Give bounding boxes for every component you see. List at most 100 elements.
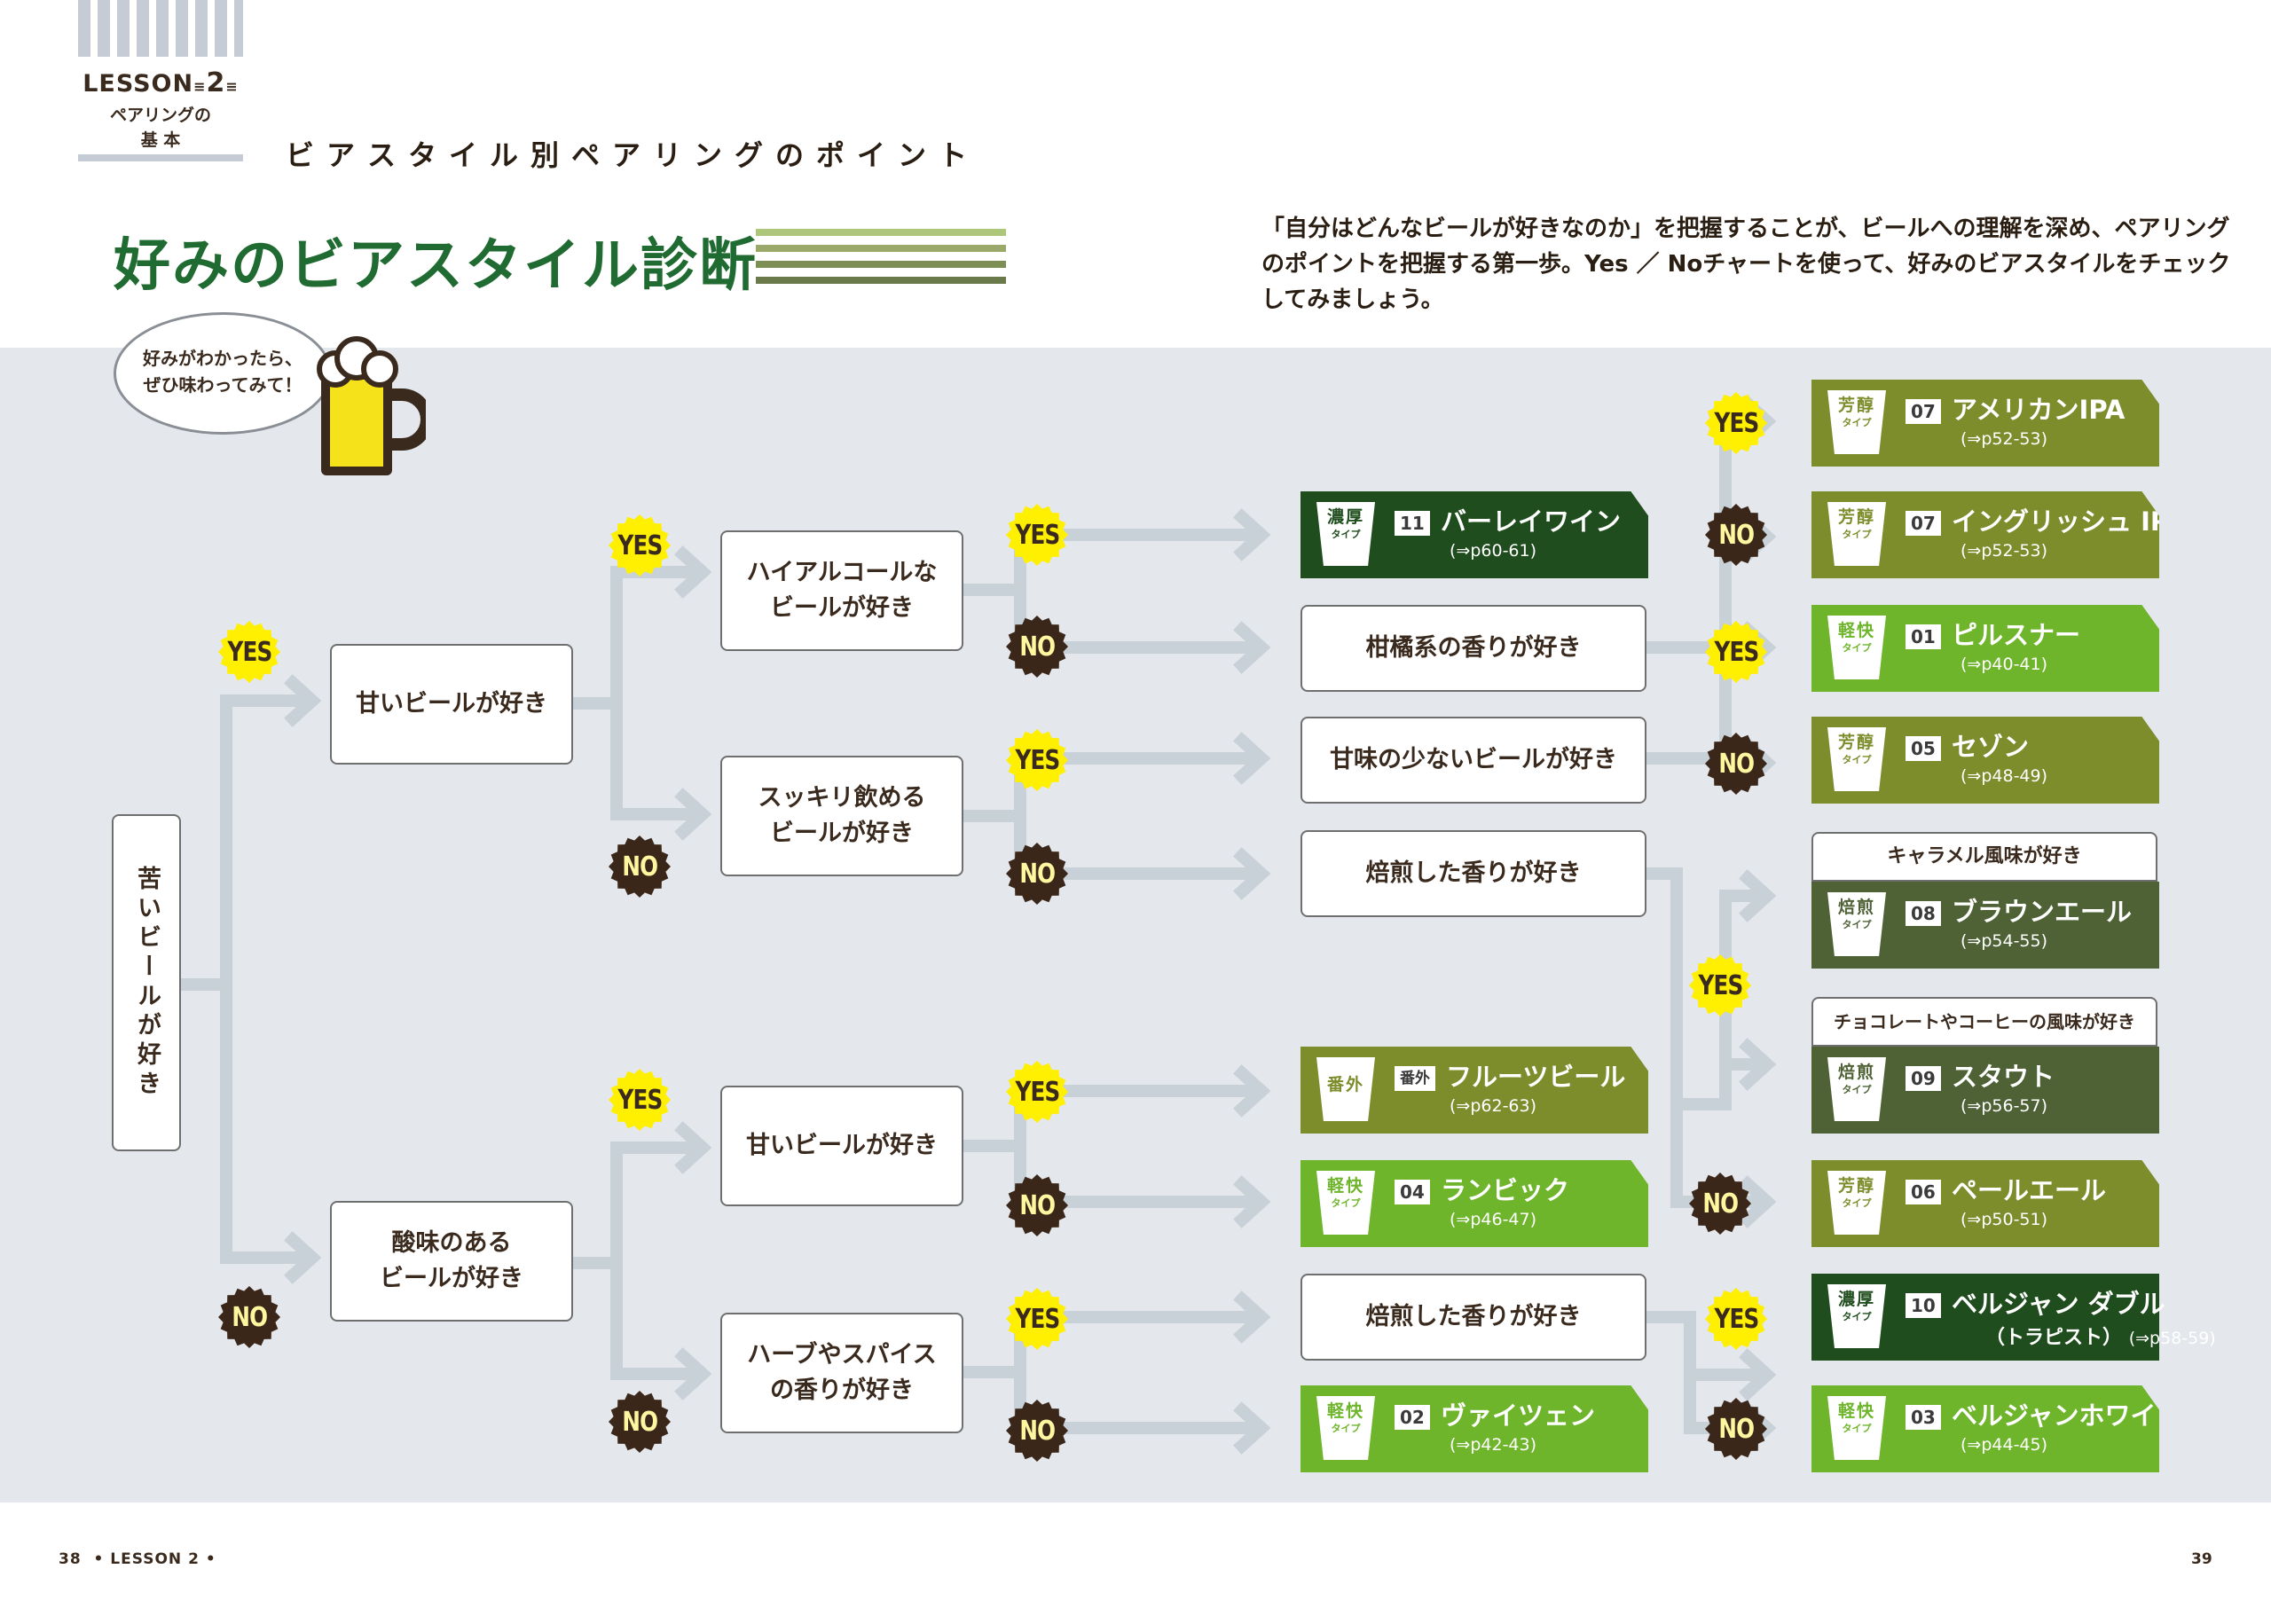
result-belgian-dubbel: 濃厚タイプ 10 ベルジャン ダブル （トラピスト） (⇒p58-59)	[1811, 1274, 2216, 1361]
lesson-sub-line2: 基 本	[140, 130, 181, 150]
no-badge: NO	[609, 1391, 671, 1453]
arrowhead	[674, 788, 712, 841]
result-page: (⇒p52-53)	[1961, 541, 2048, 561]
flow-line	[610, 703, 701, 820]
question-bitter: 苦いビールが好き	[112, 814, 181, 1151]
arrowhead	[1233, 508, 1271, 561]
result-type: 軽快	[1837, 1401, 1875, 1421]
result-number: 05	[1906, 736, 1941, 761]
no-badge: NO	[1705, 733, 1767, 795]
result-pale-ale: 芳醇タイプ 06 ペールエール (⇒p50-51)	[1811, 1160, 2159, 1247]
no-badge: NO	[1006, 843, 1068, 905]
result-name: ブラウンエール	[1952, 897, 2133, 927]
lesson-subtitle: ペアリングの 基 本	[78, 103, 243, 153]
lesson-label: LESSON≡2≡	[83, 67, 239, 98]
result-type: 芳醇	[1837, 396, 1875, 415]
result-barleywine: 濃厚タイプ 11 バーレイワイン (⇒p60-61)	[1301, 491, 1648, 578]
yes-badge: YES	[1006, 1288, 1068, 1350]
result-number: 02	[1395, 1405, 1430, 1430]
no-badge: NO	[1006, 1174, 1068, 1236]
yes-badge: YES	[1006, 729, 1068, 791]
no-badge-label: NO	[1019, 1415, 1056, 1447]
yes-badge: YES	[1006, 1061, 1068, 1123]
flow-line	[963, 1085, 1260, 1152]
flow-line	[1719, 1002, 1765, 1071]
lesson-badge: LESSON≡2≡ ペアリングの 基 本	[78, 0, 243, 161]
lesson-word: LESSON	[83, 70, 194, 98]
question-citrus-text: 柑橘系の香りが好き	[1365, 634, 1582, 662]
yes-badge: YES	[1689, 954, 1751, 1016]
question-caramel-text: キャラメル風味が好き	[1887, 845, 2082, 867]
yes-badge: YES	[609, 1069, 671, 1131]
result-page: (⇒p50-51)	[1961, 1210, 2048, 1229]
question-roast-1-text: 焙煎した香りが好き	[1365, 859, 1582, 887]
result-page: (⇒p44-45)	[1961, 1435, 2048, 1455]
result-name2: （トラピスト）	[1985, 1327, 2123, 1349]
lesson-number: 2	[206, 67, 226, 98]
result-number: 09	[1906, 1066, 1941, 1091]
speech-bubble: 好みがわかったら、 ぜひ味わってみて！	[114, 312, 332, 435]
yes-badge: YES	[609, 514, 671, 577]
result-number: 03	[1906, 1405, 1941, 1430]
result-type: 焙煎	[1837, 898, 1875, 917]
result-american-ipa: 芳醇タイプ 07 アメリカンIPA (⇒p52-53)	[1811, 380, 2159, 467]
result-name: イングリッシュ IPA	[1952, 506, 2187, 537]
flow-line	[1646, 867, 1765, 1110]
result-saison: 芳醇タイプ 05 セゾン (⇒p48-49)	[1811, 717, 2159, 804]
yes-badge-label: YES	[1015, 1076, 1060, 1108]
result-name: バーレイワイン	[1441, 506, 1622, 537]
result-cup-icon: 濃厚タイプ	[1827, 1284, 1886, 1348]
flow-line	[573, 1142, 701, 1269]
result-cup-icon: 軽快タイプ	[1316, 1396, 1375, 1460]
result-type-sub: タイプ	[1331, 1423, 1361, 1434]
yes-badge: YES	[1705, 621, 1767, 683]
result-type-sub: タイプ	[1842, 1311, 1872, 1322]
result-type: 軽快	[1326, 1176, 1364, 1196]
result-number: 11	[1395, 511, 1430, 536]
result-name: ペールエール	[1952, 1175, 2107, 1205]
no-badge: NO	[609, 836, 671, 898]
no-badge: NO	[1705, 1398, 1767, 1460]
result-page: (⇒p56-57)	[1961, 1096, 2048, 1116]
badge-stripes	[78, 0, 243, 57]
result-type-sub: タイプ	[1842, 529, 1872, 540]
page-title: 好みのビアスタイル診断	[114, 233, 758, 299]
result-page: (⇒p52-53)	[1961, 429, 2048, 449]
no-badge: NO	[218, 1286, 280, 1348]
no-badge: NO	[1006, 1400, 1068, 1462]
result-type-sub: タイプ	[1331, 529, 1361, 540]
no-badge-label: NO	[1019, 1189, 1056, 1221]
arrowhead	[1233, 732, 1271, 785]
result-type: 芳醇	[1837, 507, 1875, 527]
question-high-alcohol-text: ハイアルコールな ビールが好き	[746, 559, 938, 622]
yes-badge: YES	[1705, 1288, 1767, 1350]
question-citrus: 柑橘系の香りが好き	[1301, 605, 1646, 692]
result-cup-icon: 番外	[1316, 1057, 1375, 1121]
result-belgian-white: 軽快タイプ 03 ベルジャンホワイト (⇒p44-45)	[1811, 1385, 2159, 1472]
result-type: 焙煎	[1837, 1063, 1875, 1082]
result-number: 番外	[1395, 1066, 1435, 1091]
yes-badge: YES	[218, 621, 280, 683]
lesson-sub-line1: ペアリングの	[109, 106, 211, 125]
result-number: 10	[1906, 1293, 1941, 1318]
question-crisp-text: スッキリ飲める ビールが好き	[758, 784, 926, 847]
yes-badge-label: YES	[1714, 1303, 1759, 1335]
arrowhead	[1233, 847, 1271, 900]
question-caramel: キャラメル風味が好き	[1811, 832, 2157, 882]
result-name: ベルジャンホワイト	[1952, 1400, 2182, 1431]
result-name: ヴァイツェン	[1441, 1400, 1596, 1431]
flow-line	[963, 529, 1260, 596]
question-sweet-1-text: 甘いビールが好き	[356, 690, 547, 718]
badge-bar	[78, 154, 243, 161]
result-name: フルーツビール	[1446, 1062, 1626, 1092]
arrowhead	[1233, 1064, 1271, 1118]
question-herb-spice: ハーブやスパイス の香りが好き	[720, 1313, 963, 1433]
arrowhead	[284, 674, 322, 727]
yes-badge-label: YES	[1698, 969, 1743, 1001]
question-roast-1: 焙煎した香りが好き	[1301, 830, 1646, 917]
result-type: 番外	[1326, 1075, 1364, 1094]
result-name-line2: （トラピスト） (⇒p58-59)	[1985, 1322, 2216, 1350]
result-number: 08	[1906, 901, 1941, 926]
result-type: 濃厚	[1837, 1290, 1875, 1309]
no-badge-label: NO	[622, 851, 658, 883]
